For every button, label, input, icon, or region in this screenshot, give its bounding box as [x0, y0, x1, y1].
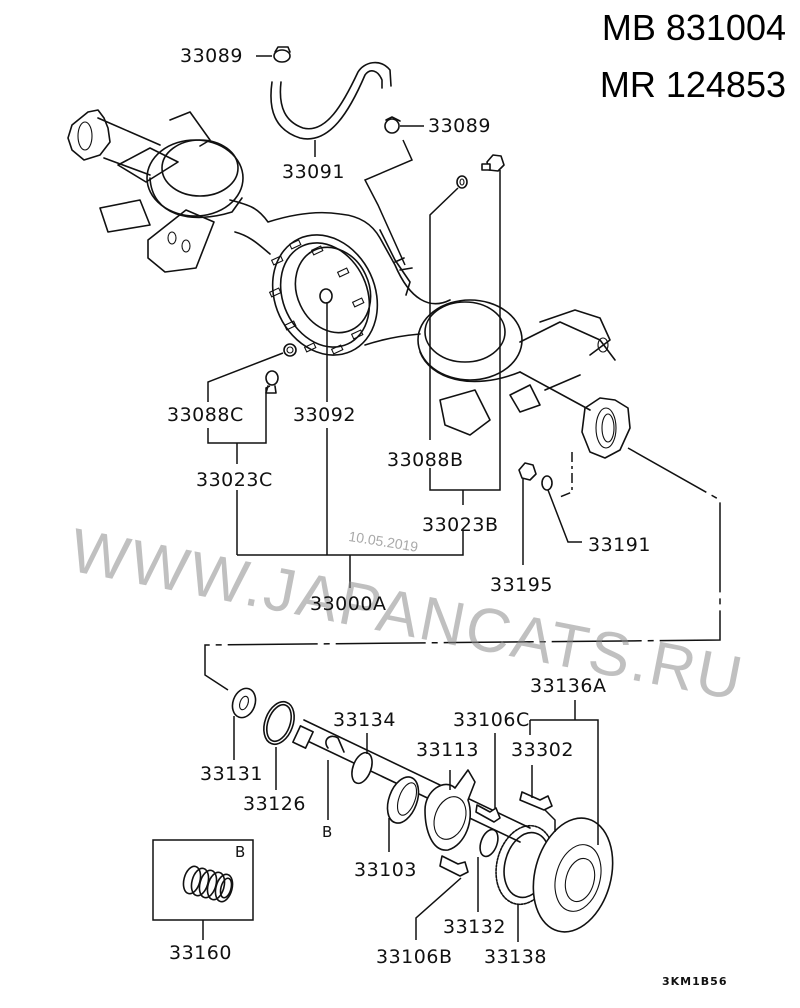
- bearing-33103-part: [386, 776, 420, 852]
- callout-33088C[interactable]: 33088C: [167, 404, 244, 426]
- callout-33106C[interactable]: 33106C: [453, 709, 530, 731]
- callout-33136A[interactable]: 33136A: [530, 675, 607, 697]
- part-number-secondary: MR 124853: [599, 64, 786, 105]
- callout-33195[interactable]: 33195: [490, 574, 553, 596]
- bolt-33106C-part: [475, 733, 501, 823]
- gasket-33088B-part: [456, 175, 468, 189]
- axle-housing: [67, 109, 631, 459]
- brake-drum-hub-part: [532, 817, 614, 933]
- leader-lines-upper: [204, 170, 721, 691]
- o-ring-33126-part: [263, 700, 295, 790]
- callout-33092[interactable]: 33092: [293, 404, 356, 426]
- callout-33089-top[interactable]: 33089: [180, 45, 243, 67]
- callout-33126[interactable]: 33126: [243, 793, 306, 815]
- detail-box-b: [152, 839, 254, 940]
- breather-hose: [270, 61, 392, 140]
- plug-33023C-part: [265, 370, 279, 394]
- callout-33023B[interactable]: 33023B: [422, 514, 499, 536]
- bearing-case-33113-part: [424, 769, 476, 851]
- callout-33113[interactable]: 33113: [416, 739, 479, 761]
- callout-33106B[interactable]: 33106B: [376, 946, 453, 968]
- detail-box-tag: B: [235, 843, 246, 861]
- retainer-33134-part: [351, 733, 373, 785]
- drawing-code: 3KM1B56: [662, 975, 728, 988]
- callout-33191[interactable]: 33191: [588, 534, 651, 556]
- callout-33088B[interactable]: 33088B: [387, 449, 464, 471]
- hose-clip-top: [256, 46, 291, 63]
- gasket-33088C-part: [283, 343, 297, 357]
- callout-33160[interactable]: 33160: [169, 942, 232, 964]
- part-number-primary: MB 831004: [601, 7, 786, 48]
- oil-seal-33131-part: [231, 687, 257, 760]
- callout-33138[interactable]: 33138: [484, 946, 547, 968]
- callout-33089-mid[interactable]: 33089: [428, 115, 491, 137]
- bolt-33106B-part: [415, 855, 469, 940]
- callout-33131[interactable]: 33131: [200, 763, 263, 785]
- hose-clip-mid: [384, 116, 424, 134]
- callout-33103[interactable]: 33103: [354, 859, 417, 881]
- nut-33195-part: [518, 462, 537, 481]
- shaft-ref-tag: B: [322, 823, 333, 841]
- spacer-33132-part: [477, 828, 499, 912]
- plug-33023B-part: [481, 154, 505, 172]
- leader-33136A: [529, 700, 599, 845]
- washer-33191-part: [541, 475, 553, 491]
- callout-33134[interactable]: 33134: [333, 709, 396, 731]
- callout-33091[interactable]: 33091: [282, 161, 345, 183]
- hub-bolt-33302-part: [519, 765, 556, 832]
- callout-33132[interactable]: 33132: [443, 916, 506, 938]
- callout-33023C[interactable]: 33023C: [196, 469, 273, 491]
- callout-33000A[interactable]: 33000A: [310, 593, 387, 615]
- callout-33302[interactable]: 33302: [511, 739, 574, 761]
